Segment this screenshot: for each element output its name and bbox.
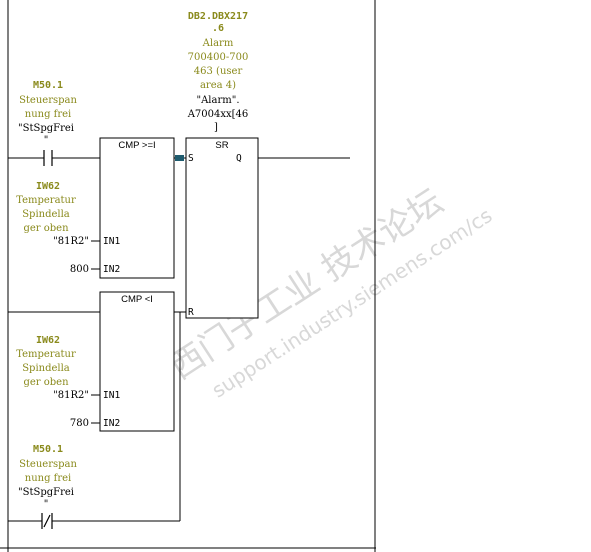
sr-s-pin: S bbox=[188, 153, 194, 164]
contact-bottom-symbol-1: "StSpgFrei bbox=[18, 487, 74, 498]
s-input-marker bbox=[175, 155, 184, 161]
cmp-ge-in2-pin: IN2 bbox=[103, 264, 120, 275]
cmp-lt-box[interactable]: CMP <I IN1 IN2 bbox=[99, 291, 175, 432]
cmp-lt-input-comment-2: Spindella bbox=[22, 363, 70, 374]
coil-symbol-2: A7004xx[46 bbox=[187, 109, 249, 120]
cmp-ge-in1-value: "81R2" bbox=[53, 236, 89, 247]
cmp-ge-input-comment-3: ger oben bbox=[23, 223, 69, 234]
cmp-ge-input-label: IW62 Temperatur Spindella ger oben bbox=[16, 181, 76, 234]
contact-top-address: M50.1 bbox=[33, 80, 63, 91]
contact-top-symbol-1: "StSpgFrei bbox=[18, 123, 74, 134]
contact-bottom-label: M50.1 Steuerspan nung frei "StSpgFrei " bbox=[18, 444, 77, 510]
contact-bottom-comment-1: Steuerspan bbox=[19, 459, 77, 470]
coil-address-2: .6 bbox=[212, 23, 224, 34]
sr-title: SR bbox=[215, 140, 228, 151]
cmp-lt-input-address: IW62 bbox=[36, 335, 60, 346]
cmp-lt-in1-value: "81R2" bbox=[53, 390, 89, 401]
cmp-lt-input-comment-1: Temperatur bbox=[16, 349, 76, 360]
coil-comment-4: area 4) bbox=[200, 80, 236, 91]
contact-top-label: M50.1 Steuerspan nung frei "StSpgFrei " bbox=[18, 80, 77, 146]
cmp-ge-title: CMP >=I bbox=[118, 140, 155, 151]
cmp-ge-input-comment-2: Spindella bbox=[22, 209, 70, 220]
contact-bottom-symbol-2: " bbox=[44, 499, 49, 510]
contact-top-symbol-2: " bbox=[44, 135, 49, 146]
sr-flipflop-box[interactable]: SR S Q R bbox=[185, 137, 259, 319]
cmp-lt-in1-pin: IN1 bbox=[103, 390, 120, 401]
coil-address-1: DB2.DBX217 bbox=[188, 11, 248, 22]
contact-bottom-address: M50.1 bbox=[33, 444, 63, 455]
coil-comment-1: Alarm bbox=[202, 38, 234, 49]
coil-label: DB2.DBX217 .6 Alarm 700400-700 463 (user… bbox=[187, 11, 249, 133]
cmp-lt-input-comment-3: ger oben bbox=[23, 377, 69, 388]
cmp-lt-in2-value: 780 bbox=[70, 418, 89, 429]
cmp-lt-in2-pin: IN2 bbox=[103, 418, 120, 429]
cmp-ge-in1-pin: IN1 bbox=[103, 236, 120, 247]
cmp-ge-in2-value: 800 bbox=[70, 264, 89, 275]
coil-symbol-3: ] bbox=[214, 122, 218, 133]
sr-q-pin: Q bbox=[236, 153, 242, 164]
contact-bottom-comment-2: nung frei bbox=[25, 473, 72, 484]
rung-reset bbox=[8, 311, 186, 522]
cmp-ge-box[interactable]: CMP >=I IN1 IN2 bbox=[99, 137, 175, 279]
cmp-lt-title: CMP <I bbox=[121, 294, 153, 305]
coil-symbol-1: "Alarm". bbox=[196, 95, 239, 106]
cmp-lt-input-label: IW62 Temperatur Spindella ger oben bbox=[16, 335, 76, 388]
cmp-ge-input-comment-1: Temperatur bbox=[16, 195, 76, 206]
normally-open-contact-top[interactable] bbox=[43, 150, 53, 166]
contact-top-comment-2: nung frei bbox=[25, 109, 72, 120]
normally-closed-contact-bottom[interactable] bbox=[41, 513, 53, 529]
cmp-ge-input-address: IW62 bbox=[36, 181, 60, 192]
sr-r-pin: R bbox=[188, 307, 194, 318]
coil-comment-2: 700400-700 bbox=[188, 52, 249, 63]
coil-comment-3: 463 (user bbox=[194, 66, 243, 77]
contact-top-comment-1: Steuerspan bbox=[19, 95, 77, 106]
